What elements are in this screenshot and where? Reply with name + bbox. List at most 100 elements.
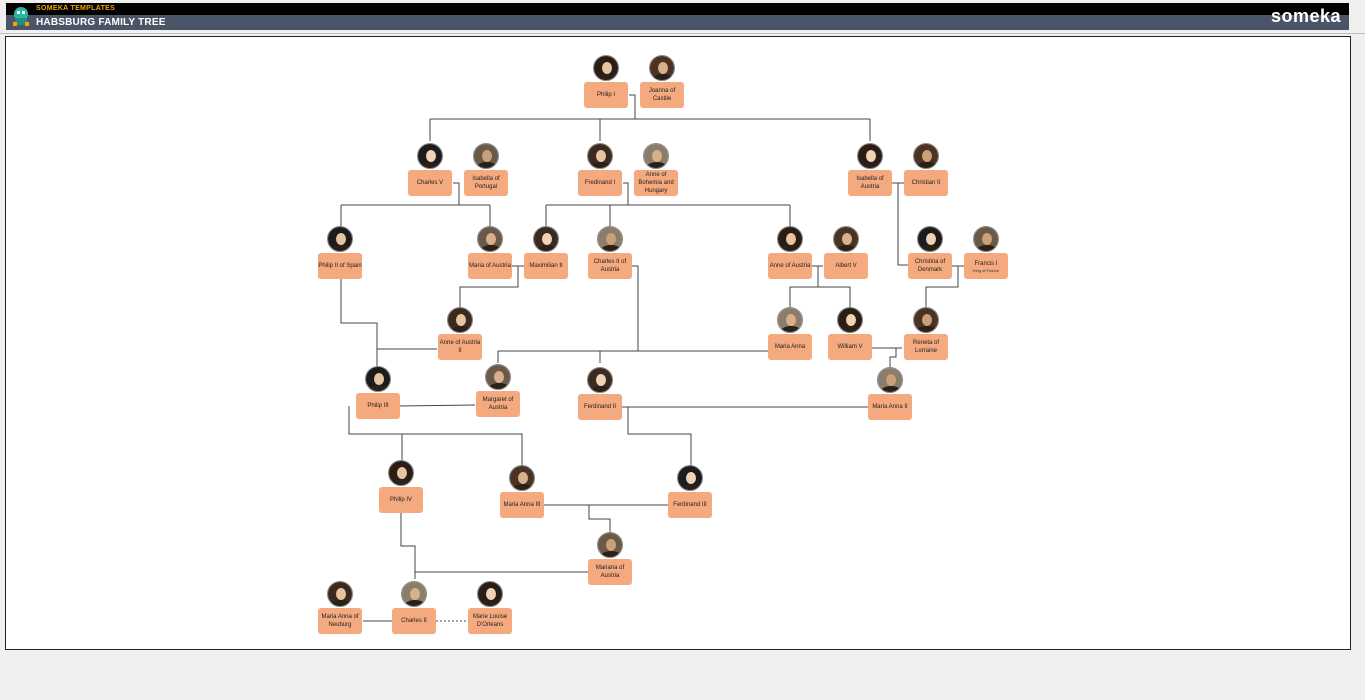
person-anne-of-bohemia[interactable]: Anne of Bohemia and Hungary <box>634 170 678 196</box>
person-reneta-of-lorraine[interactable]: Reneta of Lorraine <box>904 334 948 360</box>
person-name: Ferdinand III <box>673 501 707 509</box>
portrait-image <box>677 465 703 491</box>
connector <box>401 513 415 579</box>
person-name: Charles V <box>417 179 443 187</box>
portrait-image <box>777 226 803 252</box>
person-name: Charles II <box>401 617 427 625</box>
connector <box>402 434 522 479</box>
person-name: Anne of Austria II <box>438 339 482 355</box>
person-philip-i[interactable]: Philip I <box>584 82 628 108</box>
portrait-image <box>973 226 999 252</box>
person-charles-ii[interactable]: Charles II <box>392 608 436 634</box>
portrait-image <box>365 366 391 392</box>
portrait-image <box>327 226 353 252</box>
portrait-image <box>533 226 559 252</box>
portrait-image <box>401 581 427 607</box>
person-name: Joanna of Castile <box>640 87 684 103</box>
person-name: Albert V <box>835 262 856 270</box>
person-name: Isabella of Austria <box>848 175 892 191</box>
person-ferdinand-ii[interactable]: Ferdinand II <box>578 394 622 420</box>
portrait-image <box>917 226 943 252</box>
connector <box>400 405 475 406</box>
person-name: Maximilian II <box>529 262 562 270</box>
portrait-image <box>857 143 883 169</box>
portrait-image <box>837 307 863 333</box>
person-maria-anna[interactable]: Maria Anna <box>768 334 812 360</box>
someka-logo-icon <box>10 5 32 27</box>
person-name: Christina of Denmark <box>908 258 952 274</box>
portrait-image <box>777 307 803 333</box>
connector <box>629 95 635 119</box>
person-philip-iii[interactable]: Philip III <box>356 393 400 419</box>
portrait-image <box>477 581 503 607</box>
portrait-image <box>587 143 613 169</box>
person-albert-v[interactable]: Albert V <box>824 253 868 279</box>
person-philip-iv[interactable]: Philip IV <box>379 487 423 513</box>
portrait-image <box>447 307 473 333</box>
person-christian-ii[interactable]: Christian II <box>904 170 948 196</box>
person-title: King of France <box>973 268 999 273</box>
person-christina-of-denmark[interactable]: Christina of Denmark <box>908 253 952 279</box>
portrait-image <box>417 143 443 169</box>
portrait-image <box>913 307 939 333</box>
person-anne-of-austria[interactable]: Anne of Austria <box>768 253 812 279</box>
portrait-image <box>509 465 535 491</box>
portrait-image <box>593 55 619 81</box>
connector <box>341 279 377 379</box>
person-name: Margaret of Austria <box>476 396 520 412</box>
person-maria-anna-of-neuburg[interactable]: Maria Anna of Neuburg <box>318 608 362 634</box>
person-anne-of-austria-ii[interactable]: Anne of Austria II <box>438 334 482 360</box>
portrait-image <box>327 581 353 607</box>
person-joanna-of-castile[interactable]: Joanna of Castile <box>640 82 684 108</box>
portrait-image <box>388 460 414 486</box>
portrait-image <box>485 364 511 390</box>
portrait-image <box>643 143 669 169</box>
person-maria-of-austria[interactable]: Maria of Austria <box>468 253 512 279</box>
portrait-image <box>649 55 675 81</box>
person-ferdinand-iii[interactable]: Ferdinand III <box>668 492 712 518</box>
person-name: Reneta of Lorraine <box>904 339 948 355</box>
person-name: Charles II of Austria <box>588 258 632 274</box>
person-name: Francis I <box>974 260 997 268</box>
person-marie-louise[interactable]: Marie Louise D'Orleans <box>468 608 512 634</box>
person-name: Anne of Austria <box>770 262 811 270</box>
person-charles-v[interactable]: Charles V <box>408 170 452 196</box>
portrait-image <box>477 226 503 252</box>
person-maria-anna-iii[interactable]: Maria Anna III <box>500 492 544 518</box>
person-name: Philip II of Spain <box>318 262 361 270</box>
portrait-image <box>597 226 623 252</box>
connector <box>453 183 459 205</box>
person-name: Philip I <box>597 91 615 99</box>
page-title: HABSBURG FAMILY TREE <box>36 17 166 28</box>
person-ferdinand-i[interactable]: Fredinand I <box>578 170 622 196</box>
person-mariana-of-austria[interactable]: Mariana of Austria <box>588 559 632 585</box>
person-name: Maria Anna II <box>872 403 907 411</box>
person-maria-anna-ii[interactable]: Maria Anna II <box>868 394 912 420</box>
person-name: Maria Anna of Neuburg <box>318 613 362 629</box>
person-charles-ii-of-austria[interactable]: Charles II of Austria <box>588 253 632 279</box>
person-philip-ii-of-spain[interactable]: Philip II of Spain <box>318 253 362 279</box>
person-isabella-of-austria[interactable]: Isabella of Austria <box>848 170 892 196</box>
person-name: Christian II <box>912 179 941 187</box>
person-name: Maria Anna III <box>503 501 540 509</box>
person-name: William V <box>838 343 863 351</box>
person-name: Philip III <box>367 402 388 410</box>
portrait-image <box>877 367 903 393</box>
portrait-image <box>473 143 499 169</box>
portrait-image <box>587 367 613 393</box>
portrait-image <box>597 532 623 558</box>
person-william-v[interactable]: William V <box>828 334 872 360</box>
person-maximilian-ii[interactable]: Maximilian II <box>524 253 568 279</box>
title-strip <box>6 3 1349 15</box>
someka-logo[interactable]: someka <box>1271 6 1341 27</box>
connector <box>818 287 850 307</box>
connector <box>589 505 610 533</box>
brand-label: SOMEKA TEMPLATES <box>36 5 115 12</box>
portrait-image <box>833 226 859 252</box>
connector <box>623 183 628 205</box>
person-margaret-of-austria[interactable]: Margaret of Austria <box>476 391 520 417</box>
person-isabella-of-portugal[interactable]: Isabella of Portugal <box>464 170 508 196</box>
title-bar: SOMEKA TEMPLATES HABSBURG FAMILY TREE so… <box>6 3 1349 30</box>
connector-lines <box>6 37 1350 649</box>
